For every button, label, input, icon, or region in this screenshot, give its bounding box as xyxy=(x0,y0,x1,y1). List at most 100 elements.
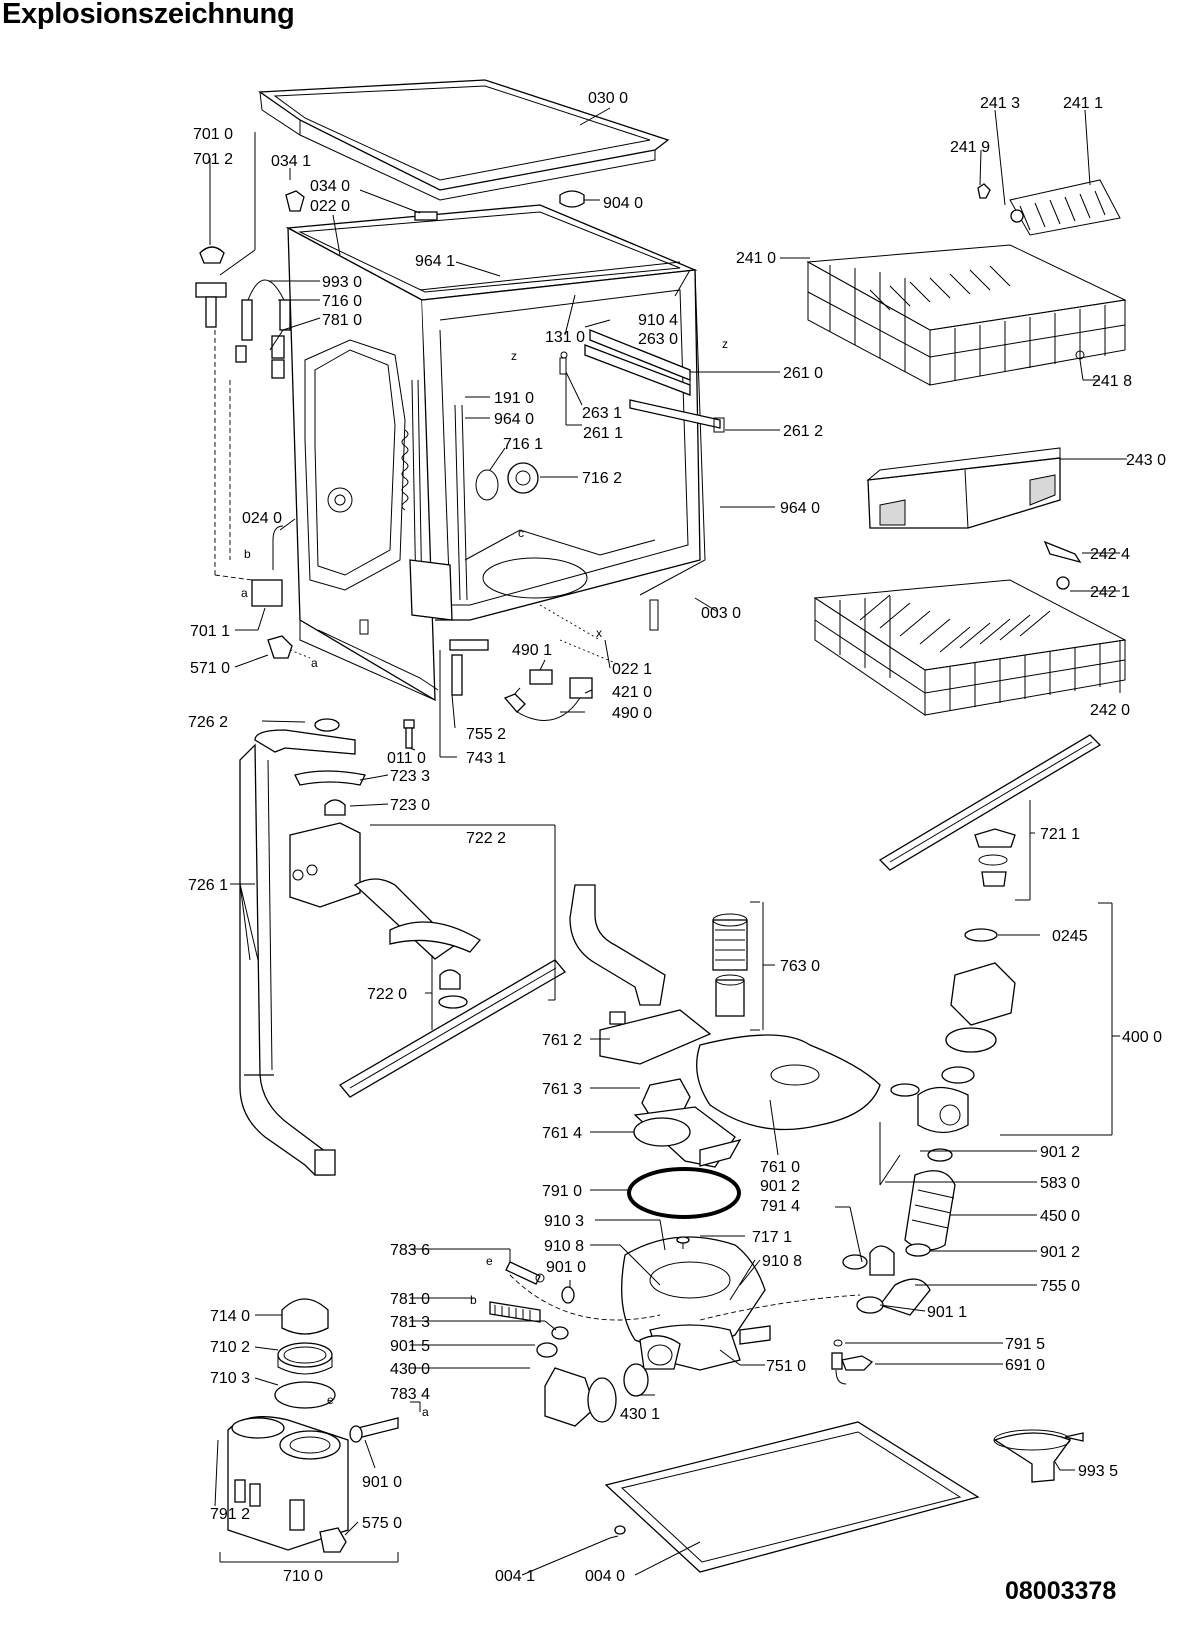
left-side-parts xyxy=(214,330,311,659)
heater-hoses xyxy=(842,1083,956,1316)
part-label: 450 0 xyxy=(1040,1208,1080,1225)
part-label: 781 0 xyxy=(322,312,362,329)
part-label: 710 2 xyxy=(210,1339,250,1356)
part-label: 721 1 xyxy=(1040,826,1080,843)
part-label: 755 2 xyxy=(466,726,506,743)
part-label: 761 3 xyxy=(542,1081,582,1098)
part-label: 011 0 xyxy=(387,750,426,767)
cutlery-basket xyxy=(866,447,1061,529)
connection-letter: a xyxy=(311,656,318,670)
part-label: 901 5 xyxy=(390,1338,430,1355)
part-label: 783 4 xyxy=(390,1386,430,1403)
connection-letter: e xyxy=(486,1254,493,1268)
part-label: 964 0 xyxy=(494,411,534,428)
connection-letter: x xyxy=(596,626,602,640)
part-label: 575 0 xyxy=(362,1515,402,1532)
part-label: 716 2 xyxy=(582,470,622,487)
connection-letter: b xyxy=(244,547,251,561)
connection-letter: a xyxy=(241,586,248,600)
part-label: 726 2 xyxy=(188,714,228,731)
part-label: 583 0 xyxy=(1040,1175,1080,1192)
part-label: 781 3 xyxy=(390,1314,430,1331)
part-label: 910 8 xyxy=(544,1238,584,1255)
part-label: 723 3 xyxy=(390,768,430,785)
part-label: 701 0 xyxy=(193,126,233,143)
part-label: 781 0 xyxy=(390,1291,430,1308)
part-label: 263 0 xyxy=(638,331,678,348)
part-label: 755 0 xyxy=(1040,1278,1080,1295)
part-label: 763 0 xyxy=(780,958,820,975)
part-label: 034 0 xyxy=(310,178,350,195)
part-label: 242 4 xyxy=(1090,546,1130,563)
part-label: 761 4 xyxy=(542,1125,582,1142)
part-label: 716 1 xyxy=(503,436,543,453)
tub-cabinet xyxy=(285,204,706,702)
part-label: 901 0 xyxy=(362,1474,402,1491)
part-label: 910 8 xyxy=(762,1253,802,1270)
part-label: 0245 xyxy=(1052,928,1088,945)
part-label: 993 0 xyxy=(322,274,362,291)
part-label: 571 0 xyxy=(190,660,230,677)
connection-letter: z xyxy=(722,337,728,351)
part-label: 004 1 xyxy=(495,1568,535,1585)
part-label: 421 0 xyxy=(612,684,652,701)
part-label: 261 2 xyxy=(783,423,823,440)
part-label: 241 9 xyxy=(950,139,990,156)
part-label: 910 4 xyxy=(638,312,678,329)
upper-spray-arm xyxy=(878,734,1102,887)
part-label: 191 0 xyxy=(494,390,534,407)
circulation-pump xyxy=(917,928,1016,1134)
part-label: 910 3 xyxy=(544,1213,584,1230)
part-label: 243 0 xyxy=(1126,452,1166,469)
connection-letter: a xyxy=(422,1405,429,1419)
part-label: 901 1 xyxy=(927,1304,967,1321)
part-label: 242 1 xyxy=(1090,584,1130,601)
part-label: 400 0 xyxy=(1122,1029,1162,1046)
part-label: 716 0 xyxy=(322,293,362,310)
part-label: 761 0 xyxy=(760,1159,800,1176)
worktop-lid xyxy=(258,79,670,201)
part-label: 024 0 xyxy=(242,510,282,527)
part-label: 901 0 xyxy=(546,1259,586,1276)
part-label: 003 0 xyxy=(701,605,741,622)
part-label: 761 2 xyxy=(542,1032,582,1049)
part-label: 714 0 xyxy=(210,1308,250,1325)
part-label: 261 1 xyxy=(583,425,623,442)
sump-assembly xyxy=(621,1236,771,1397)
document-number: 08003378 xyxy=(1005,1577,1117,1605)
part-label: 241 8 xyxy=(1092,373,1132,390)
part-label: 261 0 xyxy=(783,365,823,382)
part-label: 904 0 xyxy=(603,195,643,212)
water-ducts xyxy=(569,884,666,1025)
part-label: 722 2 xyxy=(466,830,506,847)
part-number-labels: 030 0 701 0 701 2 034 1 034 0 022 0 904 … xyxy=(188,90,1166,1585)
part-label: 131 0 xyxy=(545,329,585,346)
seal-ring xyxy=(627,1167,741,1219)
part-label: 993 5 xyxy=(1078,1463,1118,1480)
top-small-parts xyxy=(195,190,585,379)
sensor-parts xyxy=(831,1339,874,1385)
part-label: 241 0 xyxy=(736,250,776,267)
part-label: 701 1 xyxy=(190,623,230,640)
part-label: 901 2 xyxy=(1040,1244,1080,1261)
part-label: 241 1 xyxy=(1063,95,1103,112)
part-label: 701 2 xyxy=(193,151,233,168)
part-label: 263 1 xyxy=(582,405,622,422)
part-label: 691 0 xyxy=(1005,1357,1045,1374)
part-label: 751 0 xyxy=(766,1358,806,1375)
part-label: 241 3 xyxy=(980,95,1020,112)
part-label: 022 1 xyxy=(612,661,652,678)
part-label: 030 0 xyxy=(588,90,628,107)
lower-basket-small-parts xyxy=(1043,540,1082,590)
part-label: 430 1 xyxy=(620,1406,660,1423)
part-label: 710 0 xyxy=(283,1568,323,1585)
lower-basket xyxy=(813,579,1127,716)
part-label: 490 1 xyxy=(512,642,552,659)
control-wiring-parts xyxy=(403,604,621,749)
part-label: 242 0 xyxy=(1090,702,1130,719)
part-label: 901 2 xyxy=(760,1178,800,1195)
part-label: 791 2 xyxy=(210,1506,250,1523)
water-softener xyxy=(219,1298,399,1563)
part-label: 964 1 xyxy=(415,253,455,270)
